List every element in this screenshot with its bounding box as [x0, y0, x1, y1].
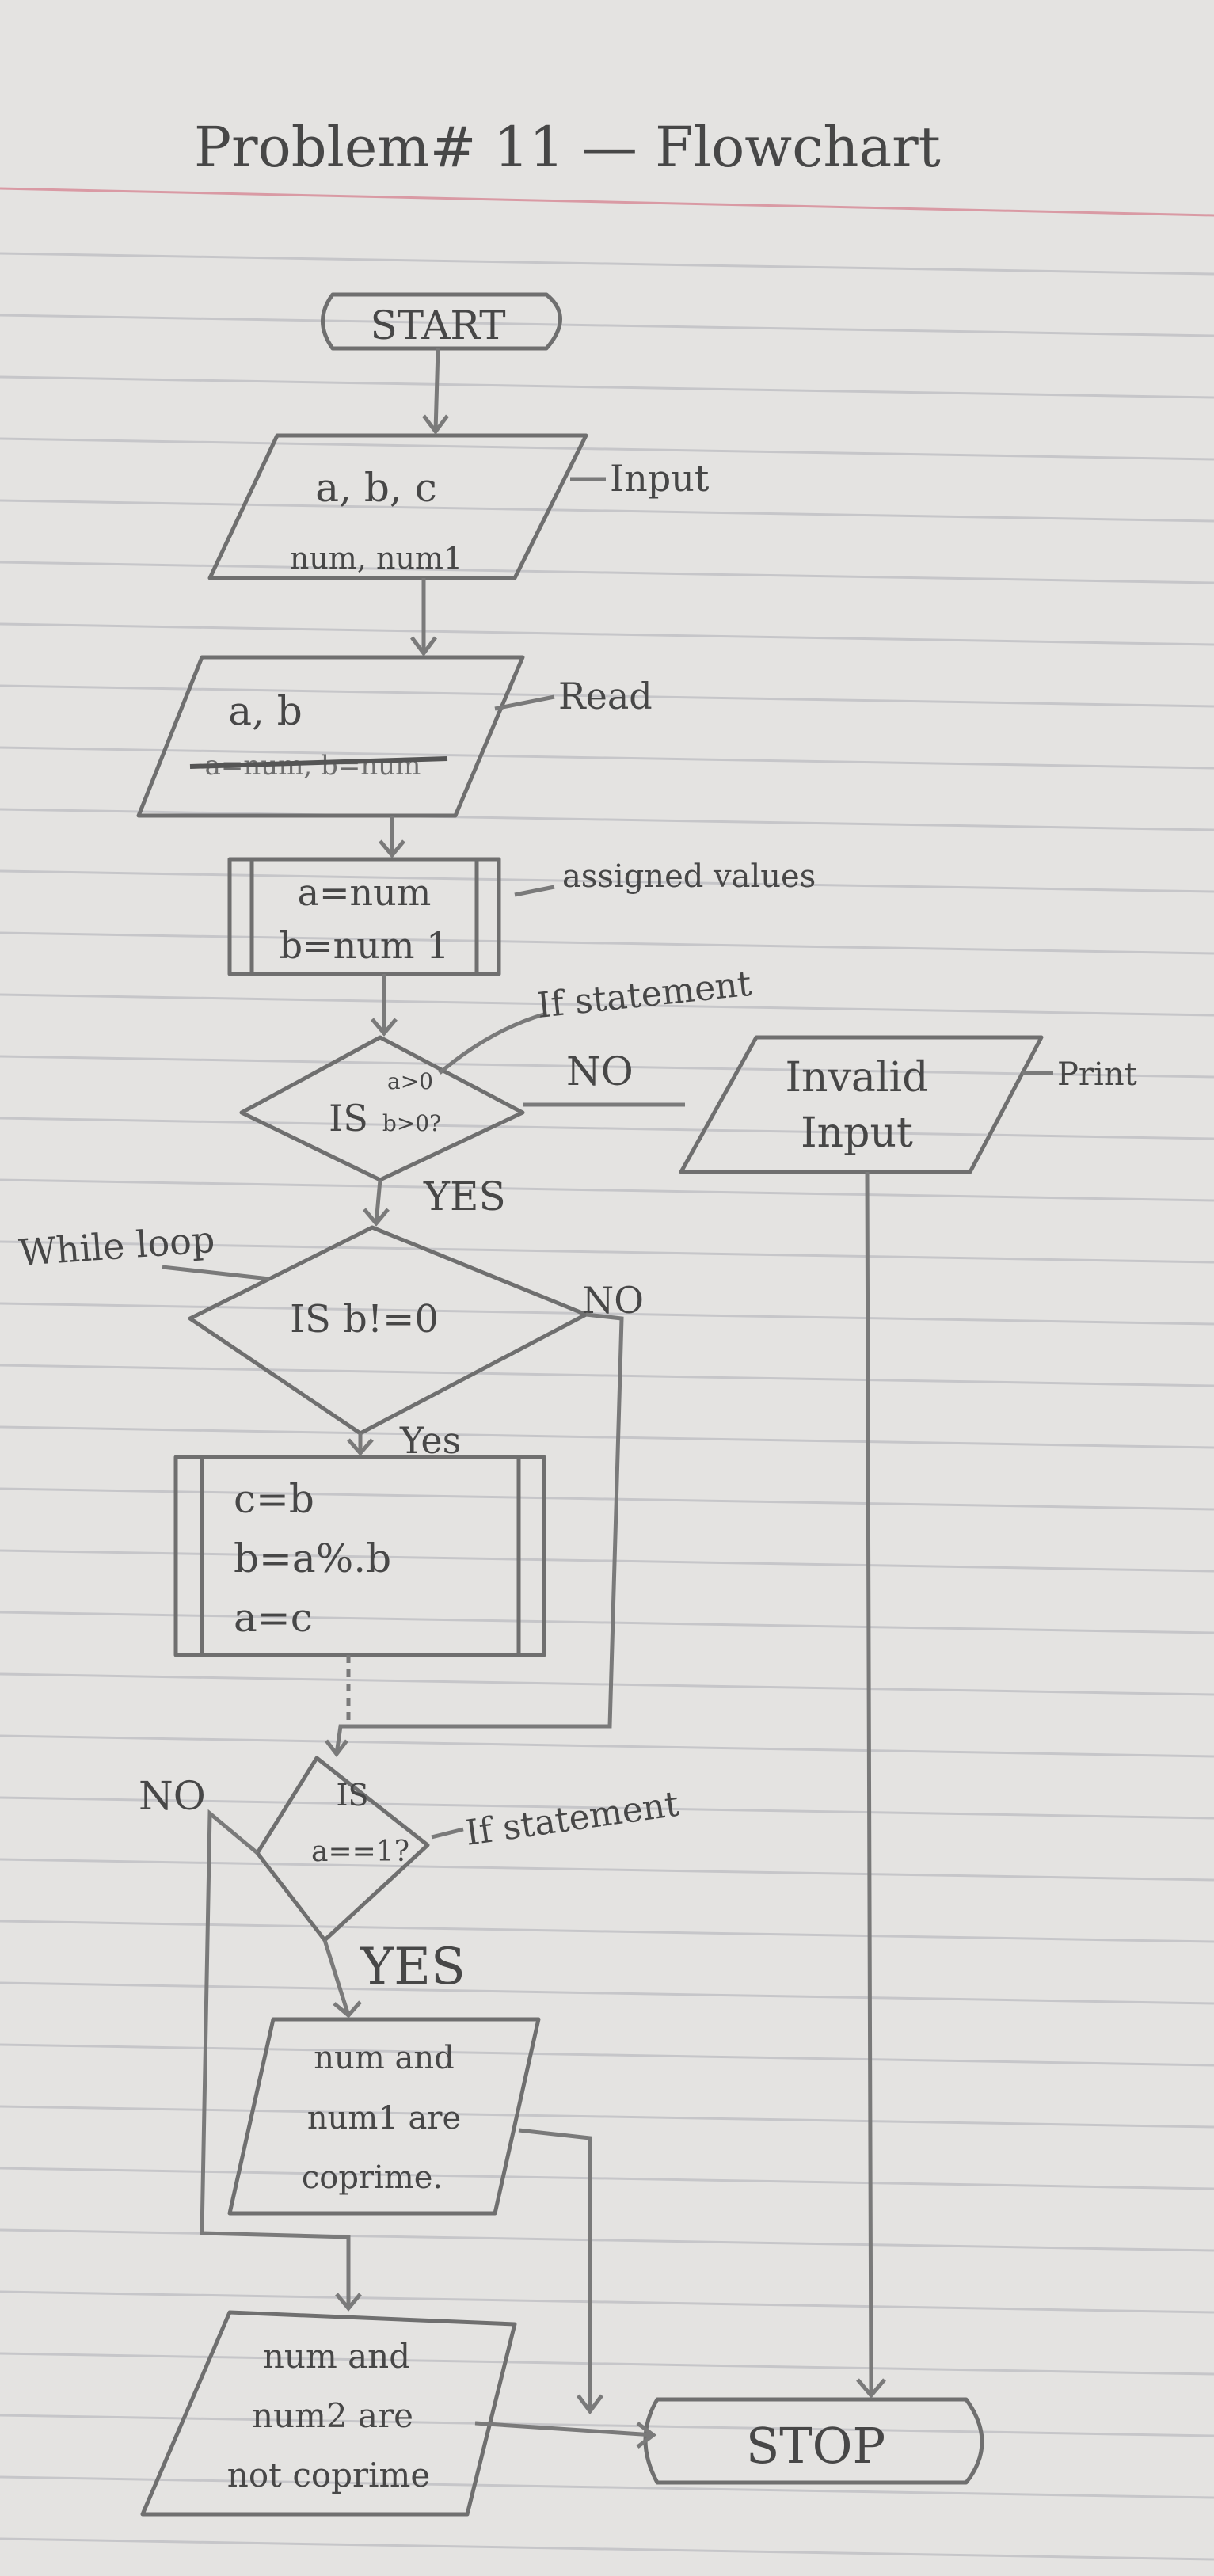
- ruled-line: [0, 746, 1214, 770]
- invalid-note: Print: [1057, 1056, 1137, 1093]
- ruled-line: [0, 622, 1214, 646]
- ruled-line: [0, 1611, 1214, 1634]
- strikethrough: [189, 756, 448, 769]
- ruled-line: [0, 1858, 1214, 1882]
- ruled-line: [0, 1364, 1214, 1387]
- ruled-line: [0, 1240, 1214, 1264]
- ruled-line: [0, 869, 1214, 893]
- ruled-lines: [0, 252, 1214, 2561]
- if1-condition-b: b>0?: [382, 1110, 441, 1136]
- if2-label: IS: [336, 1778, 368, 1813]
- body-line3: a=c: [234, 1595, 313, 1641]
- ruled-line: [0, 993, 1214, 1017]
- if1-note: If statement: [535, 964, 754, 1026]
- notcoprime-line2: num2 are: [252, 2396, 413, 2435]
- if2-yes-label: YES: [360, 1938, 466, 1996]
- ruled-line: [0, 1672, 1214, 1696]
- read-variables: a, b: [228, 688, 303, 734]
- not-coprime-output-parallelogram: num and num2 are not coprime: [140, 2310, 517, 2517]
- read-note: Read: [558, 675, 653, 717]
- loop-body-box: c=b b=a%.b a=c: [173, 1455, 546, 1657]
- read-note-connector: [494, 694, 555, 711]
- ruled-line: [0, 2537, 1214, 2561]
- decision-coprime-check: IS a==1?: [255, 1756, 430, 1942]
- if1-no-label: NO: [566, 1048, 634, 1094]
- while-note-connector: [162, 1265, 270, 1281]
- input-variables-2: num, num1: [290, 541, 462, 576]
- if2-note: If statement: [462, 1784, 681, 1854]
- while-yes-label: Yes: [399, 1419, 461, 1462]
- ruled-line: [0, 1981, 1214, 2005]
- assign-a: a=num: [298, 871, 432, 914]
- input-note: Input: [610, 457, 710, 500]
- start-terminator: START: [321, 292, 562, 351]
- input-variables-1: a, b, c: [315, 465, 436, 511]
- coprime-output-parallelogram: num and num1 are coprime.: [227, 2017, 541, 2216]
- ruled-line: [0, 2167, 1214, 2190]
- coprime-line3: coprime.: [302, 2159, 443, 2196]
- decision-valid-input: IS a>0 b>0?: [239, 1035, 525, 1182]
- ruled-line: [0, 1487, 1214, 1511]
- ruled-line: [0, 437, 1214, 461]
- if1-yes-label: YES: [423, 1174, 506, 1220]
- ruled-line: [0, 684, 1214, 708]
- stop-label: STOP: [746, 2417, 885, 2475]
- body-line2: b=a%.b: [234, 1535, 391, 1581]
- if2-condition: a==1?: [311, 1836, 409, 1868]
- flow-arrows: [200, 348, 886, 2449]
- assign-box: a=num b=num 1: [227, 857, 501, 976]
- ruled-line: [0, 808, 1214, 831]
- ruled-line: [0, 1178, 1214, 1202]
- ruled-line: [0, 1734, 1214, 1758]
- assign-note-connector: [514, 885, 555, 897]
- if1-note-connector: [438, 1011, 547, 1075]
- ruled-line: [0, 1055, 1214, 1079]
- ruled-line: [0, 1796, 1214, 1820]
- invalid-input-parallelogram: Invalid Input: [679, 1035, 1044, 1174]
- ruled-line: [0, 561, 1214, 584]
- start-label: START: [370, 302, 505, 348]
- invalid-line2: Input: [801, 1109, 913, 1157]
- assign-b: b=num 1: [280, 924, 450, 967]
- while-note: While loop: [17, 1218, 216, 1274]
- ruled-line: [0, 314, 1214, 337]
- ruled-line: [0, 931, 1214, 955]
- ruled-line: [0, 1302, 1214, 1326]
- ruled-line: [0, 1425, 1214, 1449]
- body-line1: c=b: [234, 1476, 314, 1522]
- ruled-line: [0, 2352, 1214, 2376]
- decision-while-loop: IS b!=0: [188, 1225, 588, 1436]
- ruled-line: [0, 2414, 1214, 2437]
- ruled-line: [0, 1549, 1214, 1573]
- if1-label: IS: [329, 1097, 368, 1140]
- notcoprime-line3: not coprime: [227, 2456, 430, 2494]
- ruled-line: [0, 2475, 1214, 2499]
- margin-line: [0, 187, 1214, 217]
- ruled-line: [0, 2105, 1214, 2129]
- stop-terminator: STOP: [643, 2397, 984, 2485]
- ruled-line: [0, 1920, 1214, 1943]
- if1-condition-a: a>0: [387, 1068, 433, 1094]
- invalid-line1: Invalid: [786, 1054, 929, 1102]
- if2-no-label: NO: [139, 1773, 206, 1819]
- assign-note: assigned values: [562, 858, 816, 895]
- if2-note-connector: [431, 1827, 464, 1840]
- ruled-line: [0, 2043, 1214, 2067]
- notcoprime-line1: num and: [263, 2337, 410, 2376]
- read-parallelogram: a, b a=num, b=num: [136, 655, 525, 818]
- ruled-line: [0, 2290, 1214, 2314]
- coprime-line1: num and: [314, 2040, 454, 2076]
- ruled-line: [0, 375, 1214, 399]
- ruled-line: [0, 499, 1214, 523]
- coprime-line2: num1 are: [307, 2100, 461, 2137]
- while-condition: IS b!=0: [290, 1297, 439, 1341]
- input-parallelogram: a, b, c num, num1: [207, 433, 588, 580]
- ruled-line: [0, 1117, 1214, 1140]
- ruled-line: [0, 2228, 1214, 2252]
- page-title: Problem# 11 — Flowchart: [194, 115, 941, 180]
- ruled-line: [0, 252, 1214, 276]
